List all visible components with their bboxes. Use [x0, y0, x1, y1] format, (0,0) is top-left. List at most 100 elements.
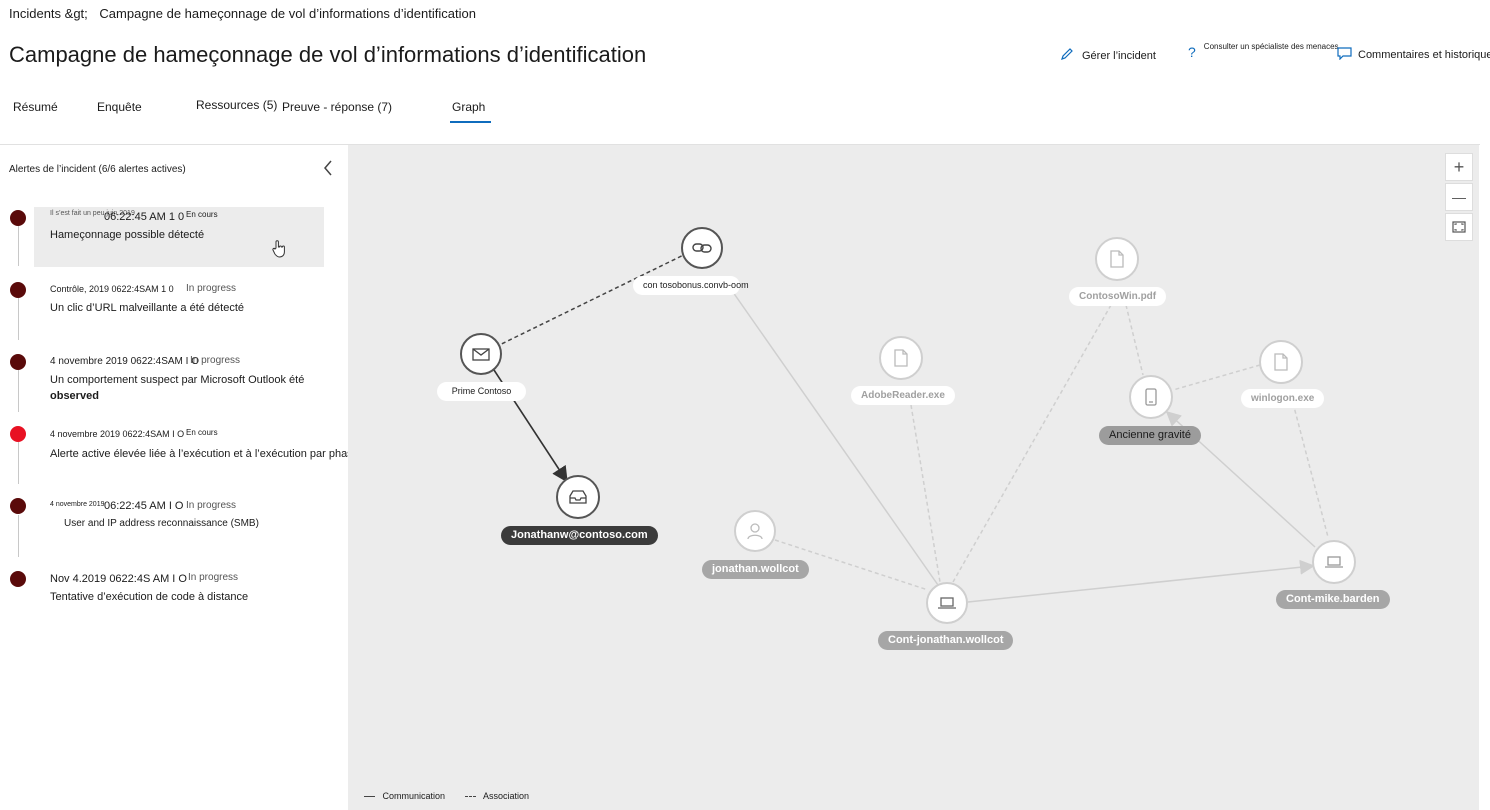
email-node-label: Prime Contoso — [437, 382, 526, 401]
file-icon — [894, 349, 908, 367]
breadcrumb: Incidents &gt; Campagne de hameçonnage d… — [9, 6, 476, 21]
laptop-icon — [1325, 556, 1343, 568]
mobile-device-node[interactable] — [1129, 375, 1173, 419]
alert-title[interactable]: Hameçonnage possible détecté — [50, 229, 205, 241]
alert-status: In progress — [190, 355, 241, 366]
alert-title[interactable]: Alerte active élevée liée à l’exécution … — [50, 448, 365, 460]
consult-expert-action[interactable]: ? Consulter un spécialiste des menaces — [1188, 41, 1339, 61]
alert-title[interactable]: User and IP address reconnaissance (SMB) — [64, 518, 259, 529]
user-node-label: jonathan.wollcot — [702, 560, 809, 579]
graph-edges — [482, 245, 1329, 603]
alert-severity-dot — [10, 498, 26, 514]
alert-meta: 4 novembre 2019 — [50, 501, 105, 508]
timeline-line — [18, 370, 19, 412]
alert-status: In progress — [188, 572, 239, 583]
alert-status: En cours — [186, 210, 218, 219]
laptop-icon — [938, 597, 956, 609]
file-icon — [1110, 250, 1124, 268]
tab-evidence-response[interactable]: Preuve - réponse (7) — [282, 100, 393, 114]
chevron-left-icon — [324, 160, 332, 176]
adobe-file-label: AdobeReader.exe — [851, 386, 955, 405]
pencil-icon — [1060, 47, 1074, 64]
email-node[interactable] — [460, 333, 502, 375]
alert-title[interactable]: Tentative d’exécution de code à distance — [50, 591, 249, 603]
solid-line-icon — [364, 796, 375, 798]
person-icon — [747, 523, 763, 540]
legend-communication-label: Communication — [382, 791, 446, 801]
alert-status: En cours — [186, 428, 218, 437]
adobe-file-node[interactable] — [879, 336, 923, 380]
user-node[interactable] — [734, 510, 776, 552]
alert-title[interactable]: Un clic d’URL malveillante a été détecté — [50, 302, 245, 314]
envelope-icon — [472, 347, 490, 361]
alert-time: 06:22:45 AM I O — [104, 500, 184, 512]
url-node[interactable] — [681, 227, 723, 269]
comment-icon — [1337, 47, 1352, 63]
tab-investigation[interactable]: Enquête — [97, 100, 142, 114]
zoom-out-button[interactable]: — — [1445, 183, 1473, 211]
edge-pdf-device1 — [952, 304, 1112, 583]
fit-to-screen-button[interactable] — [1445, 213, 1473, 241]
legend-association: Association — [465, 791, 529, 801]
consult-expert-label: Consulter un spécialiste des menaces — [1203, 41, 1339, 51]
alert-selected-highlight — [34, 207, 324, 267]
device-node-jonathan[interactable] — [926, 582, 968, 624]
alert-title-cont: observed — [50, 390, 99, 402]
alert-meta: 4 novembre 2019 0622:4SAM I O — [50, 356, 199, 367]
zoom-in-button[interactable]: + — [1445, 153, 1473, 181]
edge-adobe-device1 — [910, 404, 941, 583]
file-icon — [1274, 353, 1288, 371]
edge-url-device1 — [727, 284, 939, 586]
question-icon: ? — [1188, 44, 1196, 60]
edge-device1-device2 — [967, 559, 1315, 603]
page-title: Campagne de hameçonnage de vol d’informa… — [9, 42, 647, 67]
manage-incident-label: Gérer l’incident — [1082, 49, 1156, 62]
alert-severity-dot — [10, 282, 26, 298]
timeline-line — [18, 298, 19, 340]
breadcrumb-current: Campagne de hameçonnage de vol d’informa… — [99, 6, 476, 21]
tab-summary[interactable]: Résumé — [13, 100, 58, 114]
alert-meta: Contrôle, 2019 0622:4SAM 1 0 — [50, 284, 174, 294]
manage-incident-action[interactable]: Gérer l’incident — [1060, 47, 1156, 64]
comments-history-action[interactable]: Commentaires et historique — [1337, 47, 1490, 63]
edge-mail-url — [482, 245, 703, 354]
incident-graph[interactable]: con tosobonus.convb-oom Prime Contoso Jo… — [348, 145, 1479, 810]
alert-severity-dot — [10, 426, 26, 442]
tab-resources[interactable]: Ressources (5) — [196, 98, 278, 112]
header-divider — [0, 144, 1480, 145]
active-tab-indicator — [450, 121, 491, 123]
alert-status: In progress — [186, 283, 237, 294]
mobile-device-label: Ancienne gravité — [1099, 426, 1201, 445]
winlogon-file-node[interactable] — [1259, 340, 1303, 384]
edge-winlogon-device2 — [1292, 402, 1329, 538]
alerts-panel-title: Alertes de l’incident (6/6 alertes activ… — [9, 164, 186, 175]
timeline-line — [18, 442, 19, 484]
phone-icon — [1145, 388, 1157, 406]
edge-winlogon-mobile — [1172, 364, 1261, 391]
collapse-panel-button[interactable] — [320, 158, 336, 178]
edge-user-device1 — [774, 539, 929, 591]
alert-meta: Il s’est fait un peu juin 2019 — [50, 210, 135, 217]
winlogon-file-label: winlogon.exe — [1241, 389, 1325, 408]
alert-severity-dot — [10, 571, 26, 587]
hand-cursor-icon — [271, 240, 287, 263]
tab-graph[interactable]: Graph — [452, 100, 486, 114]
link-icon — [692, 243, 712, 253]
device-node-jonathan-label: Cont-jonathan.wollcot — [878, 631, 1014, 650]
timeline-line — [18, 224, 19, 266]
mailbox-node[interactable] — [556, 475, 600, 519]
breadcrumb-root[interactable]: Incidents &gt; — [9, 6, 88, 21]
device-node-mike-label: Cont-mike.barden — [1276, 590, 1390, 609]
legend-association-label: Association — [483, 791, 530, 801]
edge-pdf-mobile — [1125, 304, 1144, 376]
alert-status: In progress — [186, 500, 237, 511]
pdf-file-node[interactable] — [1095, 237, 1139, 281]
alert-title[interactable]: Un comportement suspect par Microsoft Ou… — [50, 374, 305, 386]
mailbox-node-label: Jonathanw@contoso.com — [501, 526, 658, 545]
alert-meta: 4 novembre 2019 0622:4SAM I O — [50, 429, 185, 439]
alert-severity-dot — [10, 354, 26, 370]
comments-history-label: Commentaires et historique — [1358, 49, 1490, 61]
alert-time: 06:22:45 AM 1 0 — [104, 211, 185, 223]
device-node-mike[interactable] — [1312, 540, 1356, 584]
inbox-icon — [569, 490, 587, 504]
